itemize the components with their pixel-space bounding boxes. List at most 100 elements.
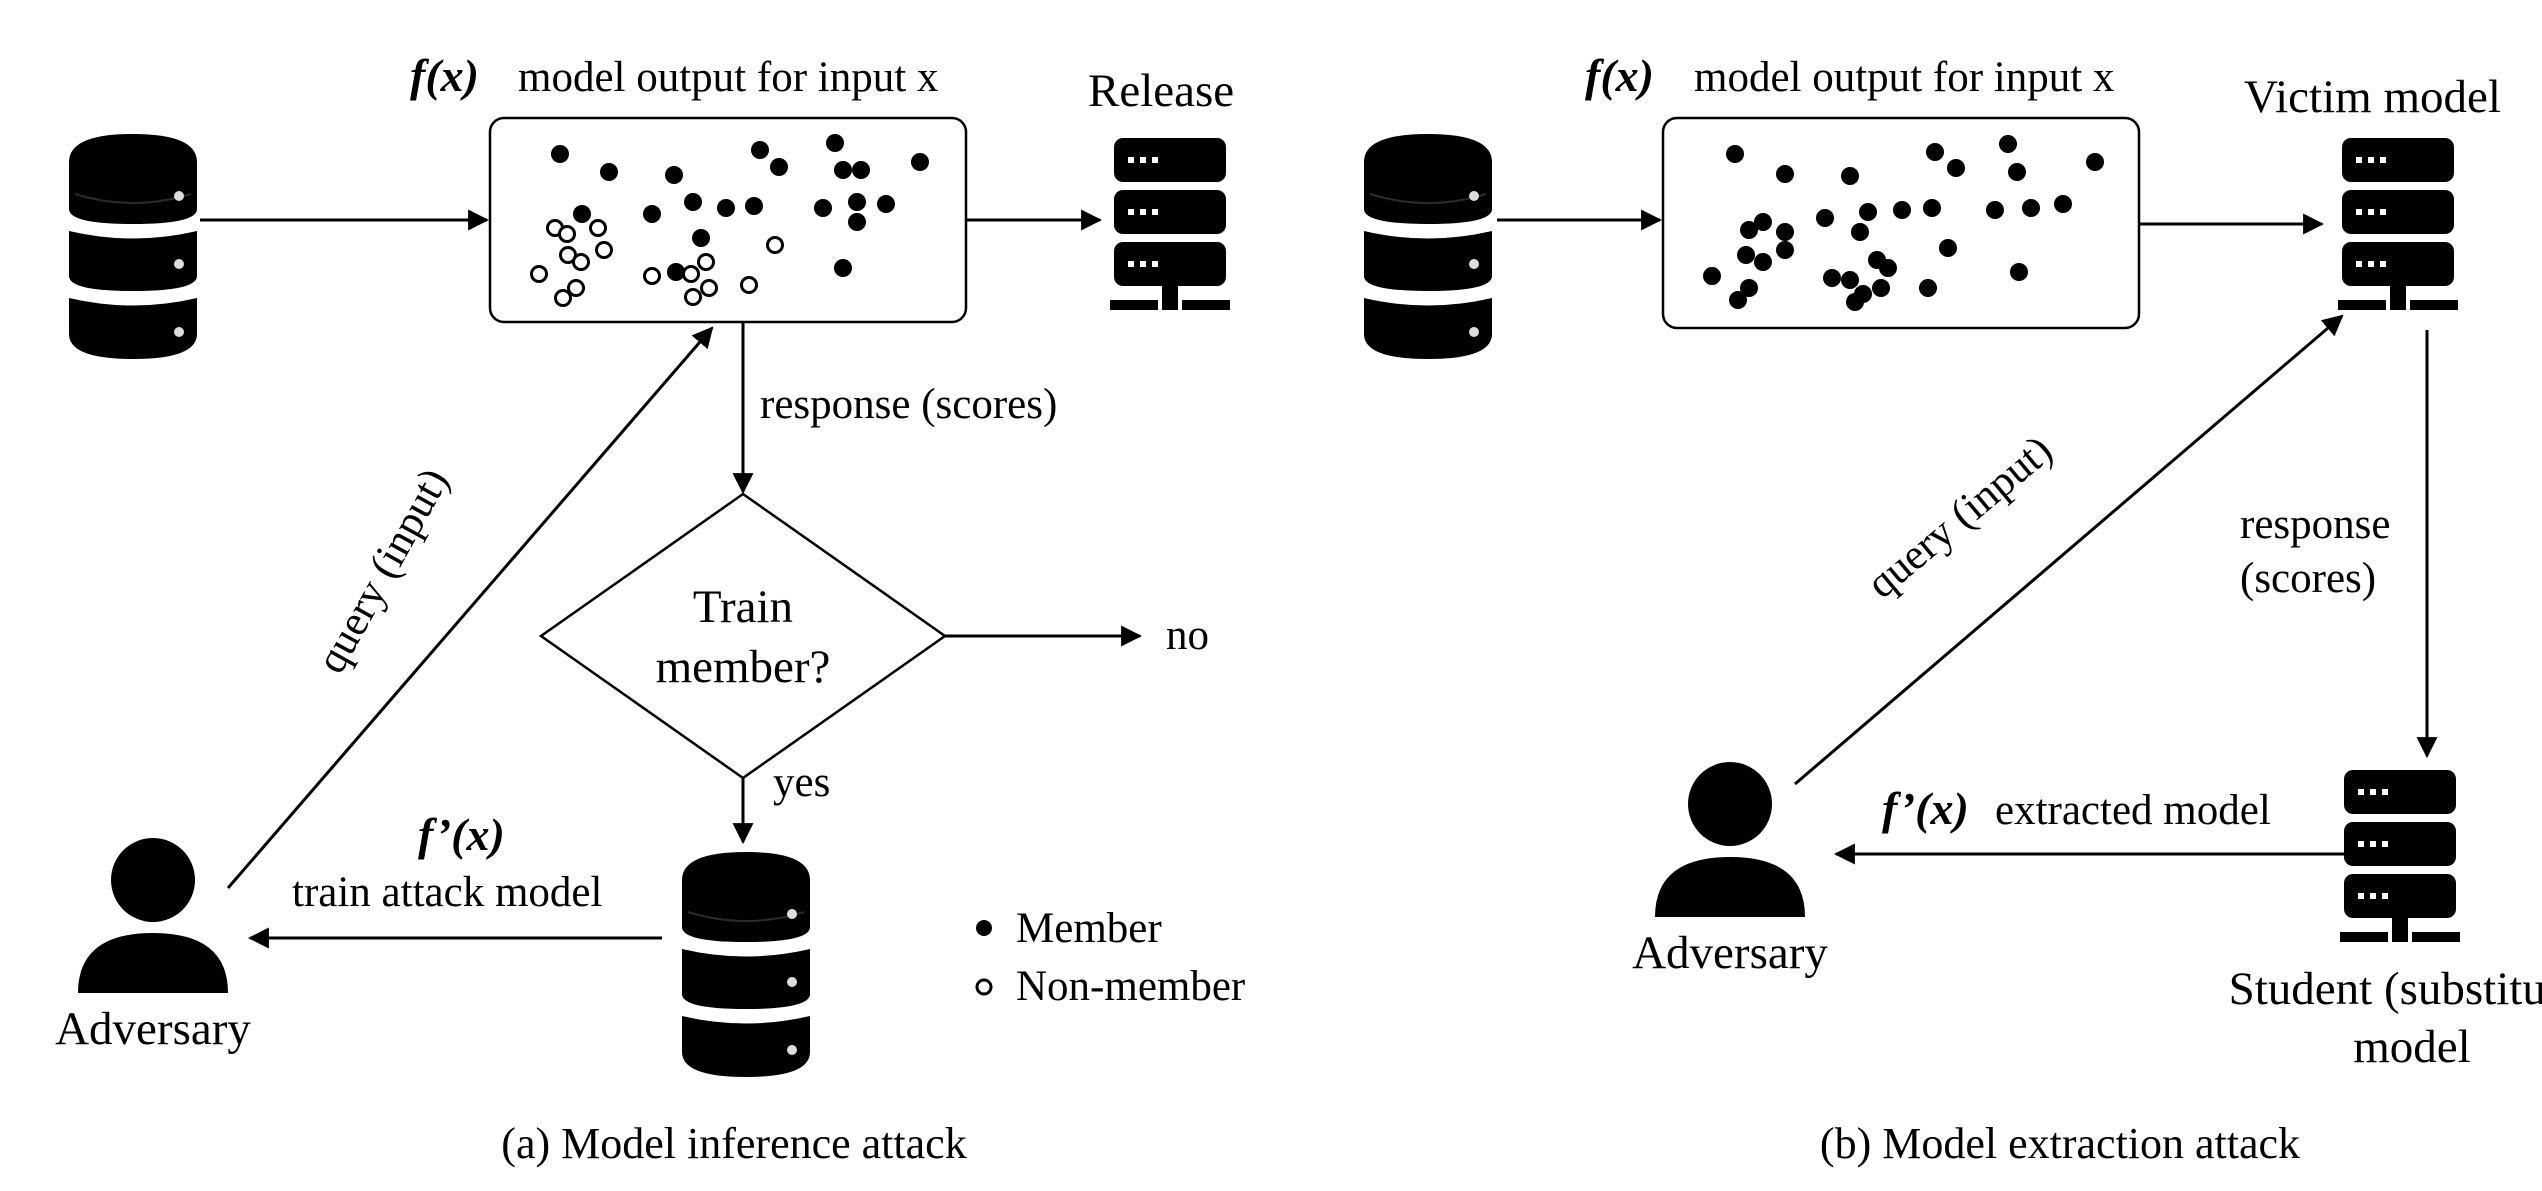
train-attack-label: train attack model: [292, 869, 602, 916]
member-point: [834, 259, 852, 277]
member-point: [1823, 269, 1841, 287]
non-member-point: [682, 265, 700, 283]
decision-line2: member?: [656, 641, 831, 693]
member-point: [1939, 239, 1957, 257]
legend-member-label: Member: [1016, 905, 1162, 952]
fpx-label: f’(x): [418, 809, 505, 860]
member-point: [2010, 263, 2028, 281]
adversary-label: Adversary: [55, 1003, 251, 1055]
response-line1: response: [2240, 501, 2390, 548]
fx-label-b: f(x): [1585, 50, 1654, 101]
legend-nonmember-marker: [975, 978, 993, 996]
member-point: [877, 195, 895, 213]
adversary-label-b: Adversary: [1632, 927, 1828, 979]
output-scatter: [1703, 135, 2104, 311]
victim-model-label: Victim model: [2244, 71, 2501, 123]
member-point: [848, 193, 866, 211]
response-label: response (scores): [760, 381, 1057, 428]
member-point: [814, 199, 832, 217]
member-point: [1919, 279, 1937, 297]
member-scatter: [530, 134, 929, 307]
query-arrow-b: [1794, 314, 2344, 786]
train-member-decision: [538, 492, 948, 780]
member-point: [1923, 199, 1941, 217]
panel-b: f(x) model output for input x Victim mod…: [1363, 50, 2542, 1168]
member-point: [1740, 221, 1758, 239]
database-icon: [681, 851, 811, 1078]
legend-nonmember-label: Non-member: [1016, 963, 1245, 1010]
panel-a: f(x) model output for input x Release re…: [55, 50, 1245, 1168]
caption-a: (a) Model inference attack: [501, 1119, 966, 1168]
non-member-point: [684, 288, 702, 306]
member-point: [1816, 209, 1834, 227]
member-point: [1754, 213, 1772, 231]
member-point: [1841, 271, 1859, 289]
member-point: [911, 153, 929, 171]
extracted-label: extracted model: [1995, 787, 2271, 834]
non-member-point: [554, 289, 572, 307]
member-point: [745, 197, 763, 215]
member-point: [848, 213, 866, 231]
member-point: [1947, 159, 1965, 177]
member-point: [2022, 199, 2040, 217]
member-point: [1729, 291, 1747, 309]
non-member-point: [697, 253, 715, 271]
decision-line1: Train: [693, 581, 793, 633]
non-member-point: [595, 241, 613, 259]
member-point: [2086, 153, 2104, 171]
member-point: [551, 145, 569, 163]
member-point: [2008, 163, 2026, 181]
student-line1: Student (substitute): [2229, 963, 2542, 1015]
fx-label: f(x): [410, 50, 479, 101]
database-icon: [68, 133, 198, 360]
member-point: [1893, 201, 1911, 219]
member-point: [600, 163, 618, 181]
member-point: [1841, 167, 1859, 185]
model-output-label: model output for input x: [518, 54, 938, 101]
non-member-point: [740, 276, 758, 294]
member-point: [1879, 259, 1897, 277]
member-point: [1726, 145, 1744, 163]
member-point: [684, 193, 702, 211]
member-point: [643, 205, 661, 223]
non-member-point: [530, 265, 548, 283]
caption-b: (b) Model extraction attack: [1820, 1119, 2300, 1168]
non-member-point: [567, 279, 585, 297]
member-point: [751, 141, 769, 159]
yes-label: yes: [773, 759, 830, 806]
server-icon: [2338, 138, 2458, 310]
member-point: [717, 199, 735, 217]
member-point: [1737, 246, 1755, 264]
member-point: [1776, 223, 1794, 241]
non-member-point: [766, 236, 784, 254]
member-point: [770, 158, 788, 176]
person-icon: [1655, 762, 1805, 917]
member-point: [1776, 165, 1794, 183]
member-point: [1999, 135, 2017, 153]
server-icon: [2340, 770, 2460, 942]
member-point: [1754, 253, 1772, 271]
no-label: no: [1166, 612, 1209, 659]
member-point: [1986, 201, 2004, 219]
member-point: [573, 205, 591, 223]
member-point: [834, 161, 852, 179]
fpx-label-b: f’(x): [1882, 783, 1969, 834]
member-point: [1926, 143, 1944, 161]
non-member-point: [589, 219, 607, 237]
member-point: [1851, 223, 1869, 241]
non-member-point: [558, 225, 576, 243]
legend-member-marker: [976, 920, 992, 936]
database-icon: [1363, 133, 1493, 360]
member-point: [1776, 241, 1794, 259]
member-point: [692, 229, 710, 247]
member-point: [1703, 267, 1721, 285]
non-member-point: [700, 279, 718, 297]
release-label: Release: [1088, 65, 1234, 117]
member-point: [826, 134, 844, 152]
member-point: [1846, 293, 1864, 311]
member-point: [1872, 279, 1890, 297]
member-point: [2054, 195, 2072, 213]
member-point: [1740, 279, 1758, 297]
